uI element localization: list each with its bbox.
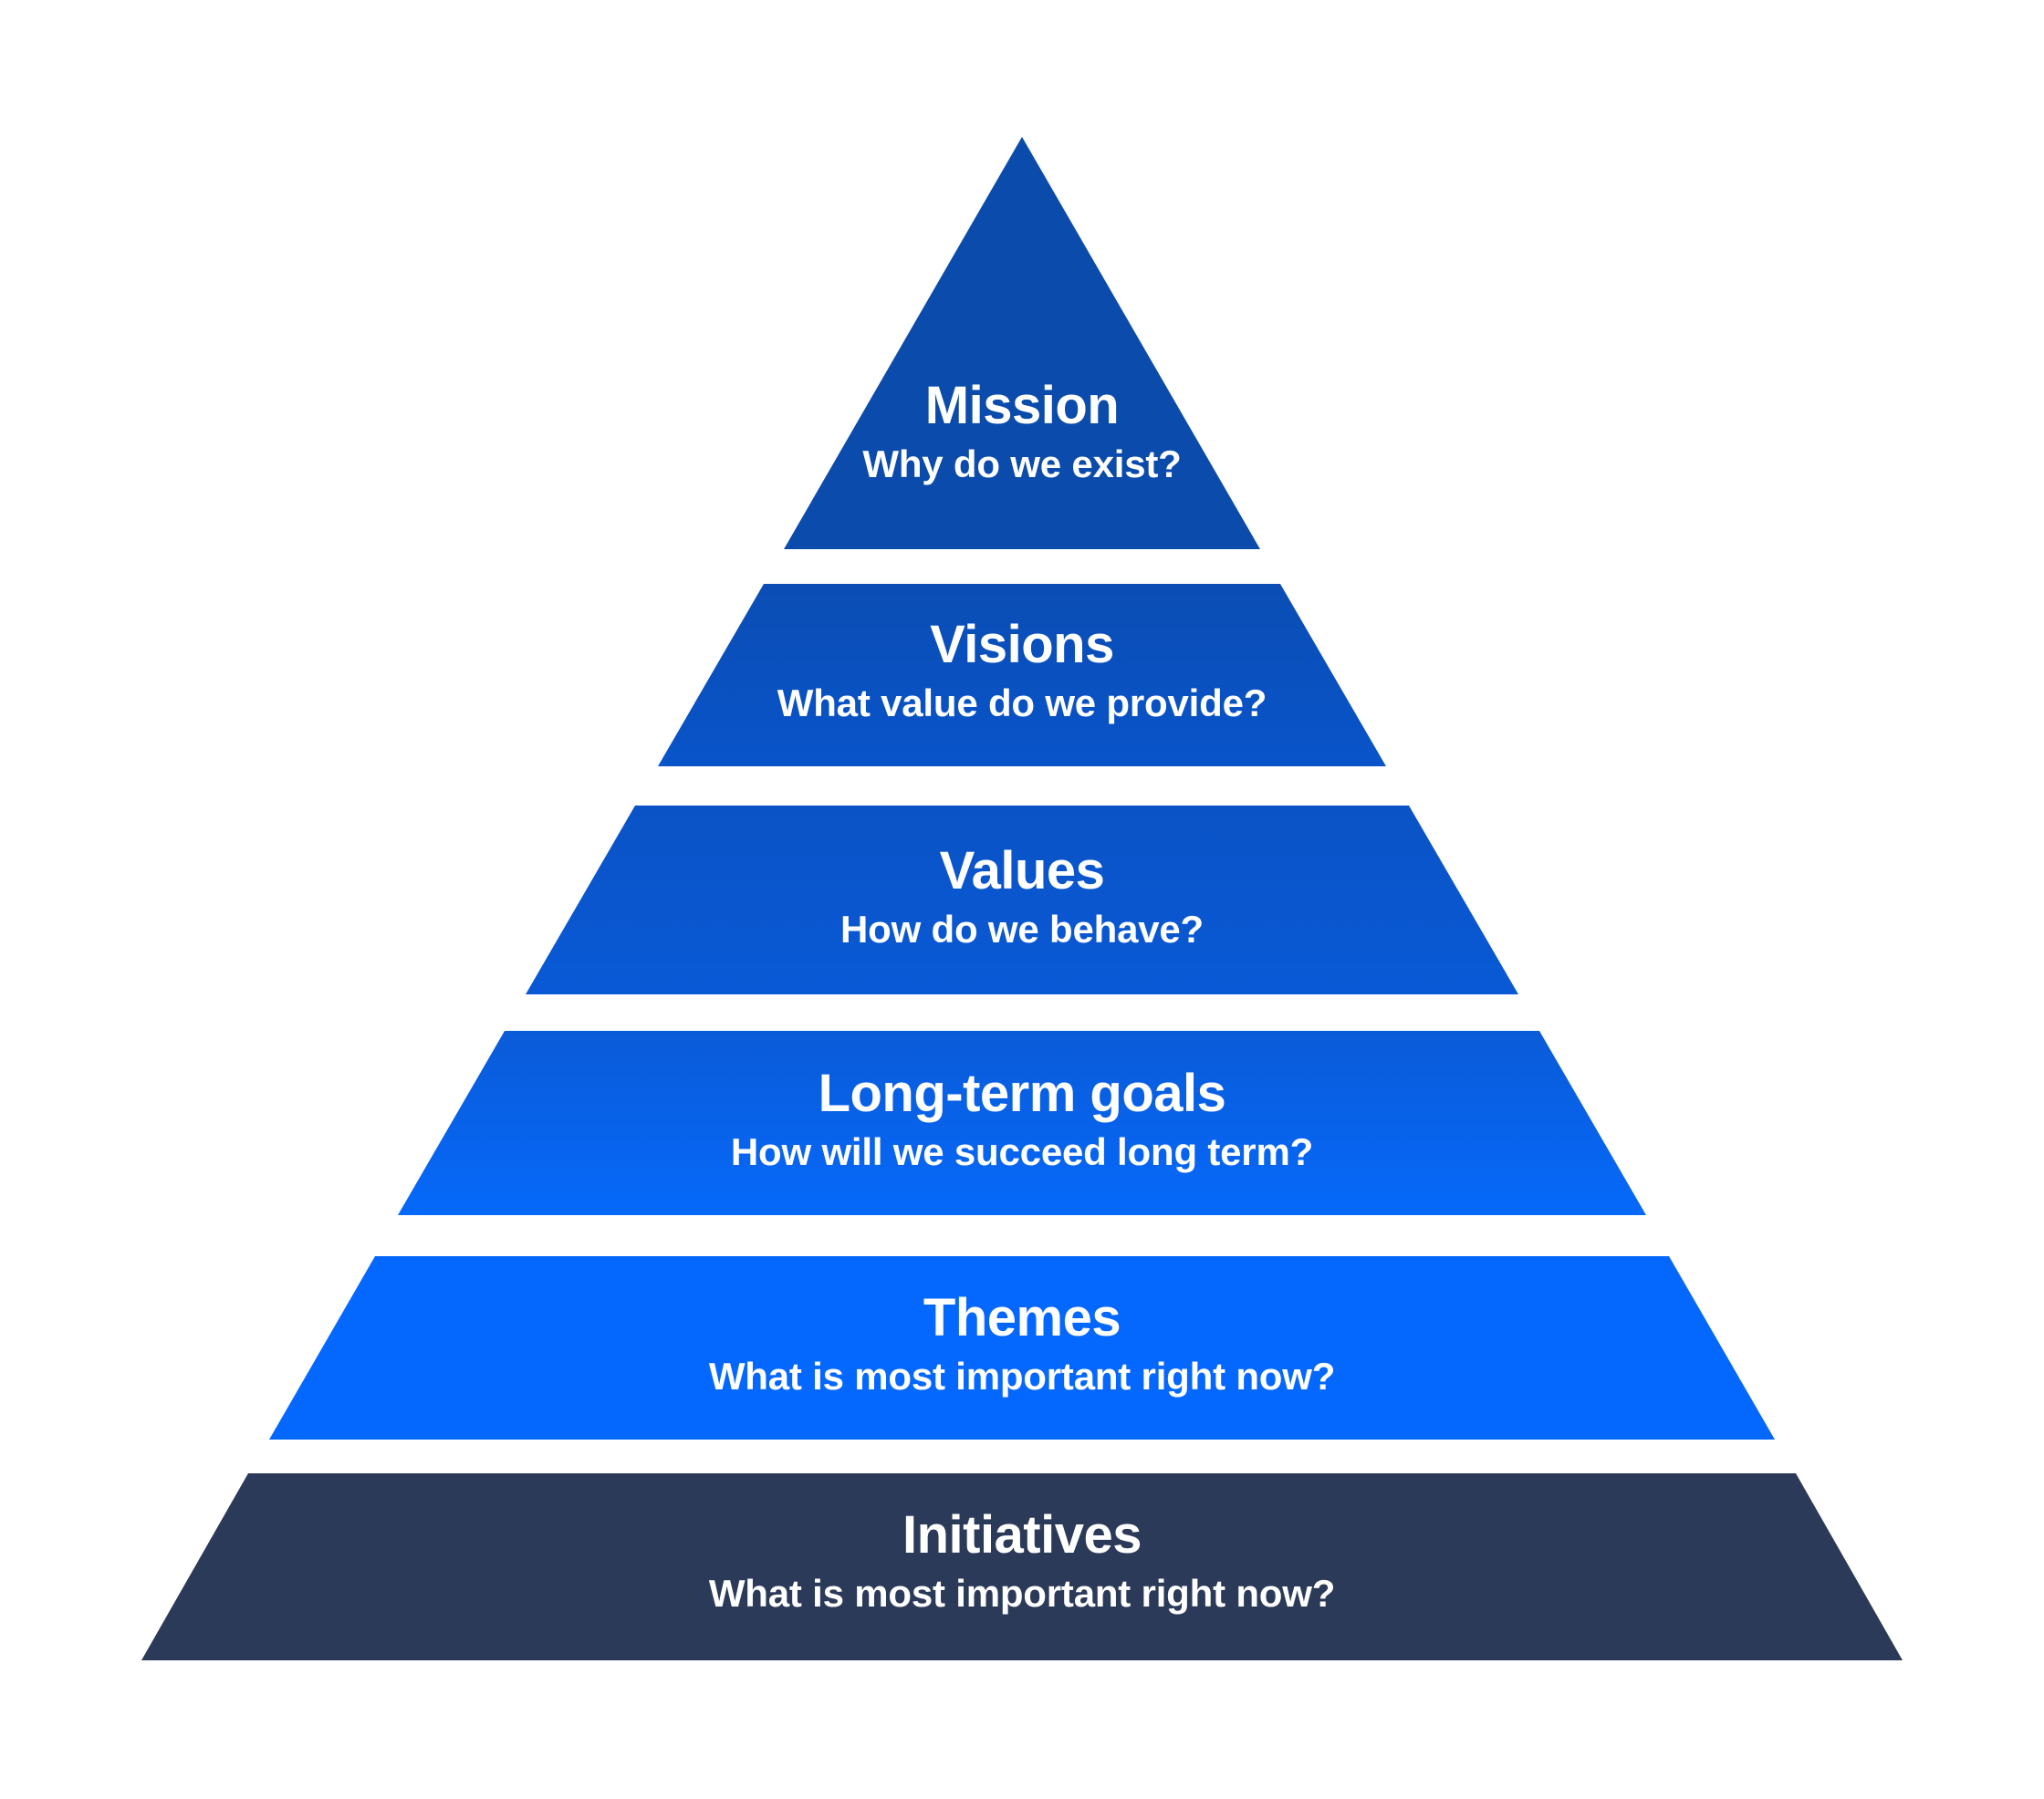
tier-label-mission: Mission Why do we exist? (862, 380, 1181, 484)
tier-subtitle: How will we succeed long term? (730, 1130, 1314, 1173)
tier-subtitle: How do we behave? (840, 908, 1204, 951)
tier-title: Visions (930, 615, 1114, 674)
tier-shape-initiatives (141, 1473, 1903, 1660)
tier-title: Initiatives (902, 1505, 1142, 1565)
pyramid-tier-themes[interactable]: Themes What is most important right now? (0, 1256, 2044, 1440)
tier-label-values: Values How do we behave? (840, 845, 1204, 949)
tier-label-initiatives: Initiatives What is most important right… (708, 1505, 1336, 1615)
tier-shape-mission (784, 137, 1260, 549)
tier-subtitle: What value do we provide? (777, 681, 1267, 724)
pyramid-tier-visions[interactable]: Visions What value do we provide? (0, 584, 2044, 766)
tier-shape-long-term-goals (398, 1031, 1646, 1215)
tier-subtitle: What is most important right now? (708, 1572, 1336, 1615)
tier-label-themes: Themes What is most important right now? (708, 1288, 1336, 1398)
tier-title: Mission (924, 376, 1120, 435)
tier-shape-themes (269, 1256, 1775, 1440)
tier-subtitle: What is most important right now? (708, 1355, 1336, 1398)
tier-title: Values (939, 841, 1105, 900)
tier-subtitle: Why do we exist? (862, 442, 1182, 485)
pyramid-tier-values[interactable]: Values How do we behave? (0, 806, 2044, 994)
tier-label-visions: Visions What value do we provide? (777, 619, 1267, 723)
tier-title: Themes (923, 1288, 1121, 1347)
pyramid-tier-long-term-goals[interactable]: Long-term goals How will we succeed long… (0, 1031, 2044, 1215)
pyramid-tier-initiatives[interactable]: Initiatives What is most important right… (0, 1473, 2044, 1660)
tier-title: Long-term goals (818, 1064, 1226, 1123)
tier-shape-visions (658, 584, 1386, 766)
tier-shape-values (526, 806, 1518, 994)
pyramid-tier-mission[interactable]: Mission Why do we exist? (0, 137, 2044, 549)
tier-label-long-term-goals: Long-term goals How will we succeed long… (731, 1067, 1313, 1171)
